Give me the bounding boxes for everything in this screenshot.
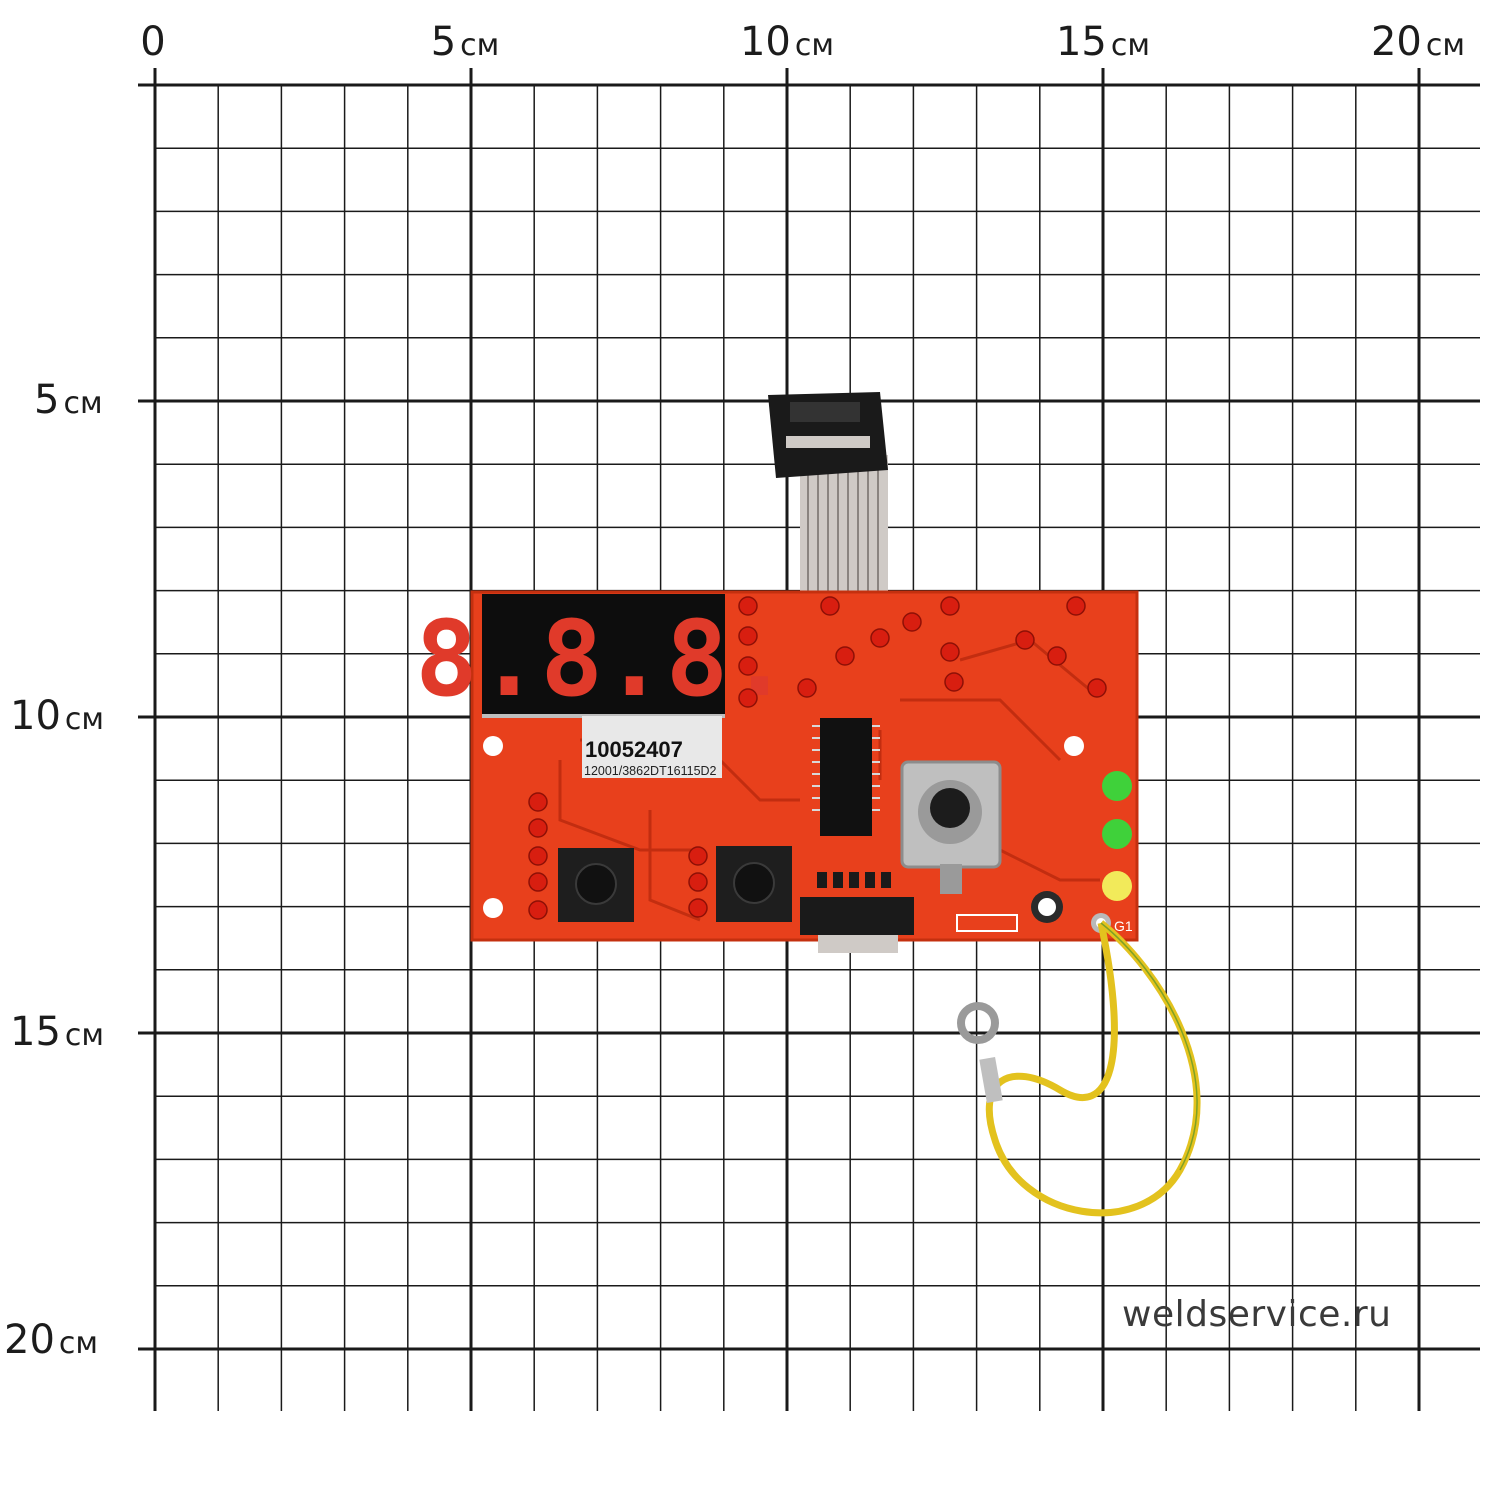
mounting-holes: [483, 736, 1084, 918]
push-button-right: [716, 846, 792, 922]
cable-connector: [768, 392, 888, 478]
rotary-encoder: [900, 760, 1002, 894]
ground-marker: G1: [1114, 918, 1133, 934]
yellow-led: [1102, 871, 1132, 901]
smd-components: [817, 872, 891, 888]
green-led-top: [1102, 771, 1132, 801]
push-button-left: [558, 848, 634, 922]
watermark: weldservice.ru: [1122, 1294, 1392, 1335]
display-digits: 8.8.8.: [415, 598, 791, 720]
label-serial: 12001/3862DT16115D2: [584, 764, 717, 778]
ribbon-cable: [800, 455, 888, 595]
bottom-connector: [800, 897, 914, 935]
ground-wire: [985, 920, 1201, 1217]
ic-chip: [812, 718, 880, 836]
ring-terminal: [957, 1002, 1003, 1104]
label-code: 10052407: [585, 737, 683, 762]
scale-top-label-0: 0: [140, 19, 166, 65]
green-led-middle: [1102, 819, 1132, 849]
red-leds: [528, 596, 1107, 920]
